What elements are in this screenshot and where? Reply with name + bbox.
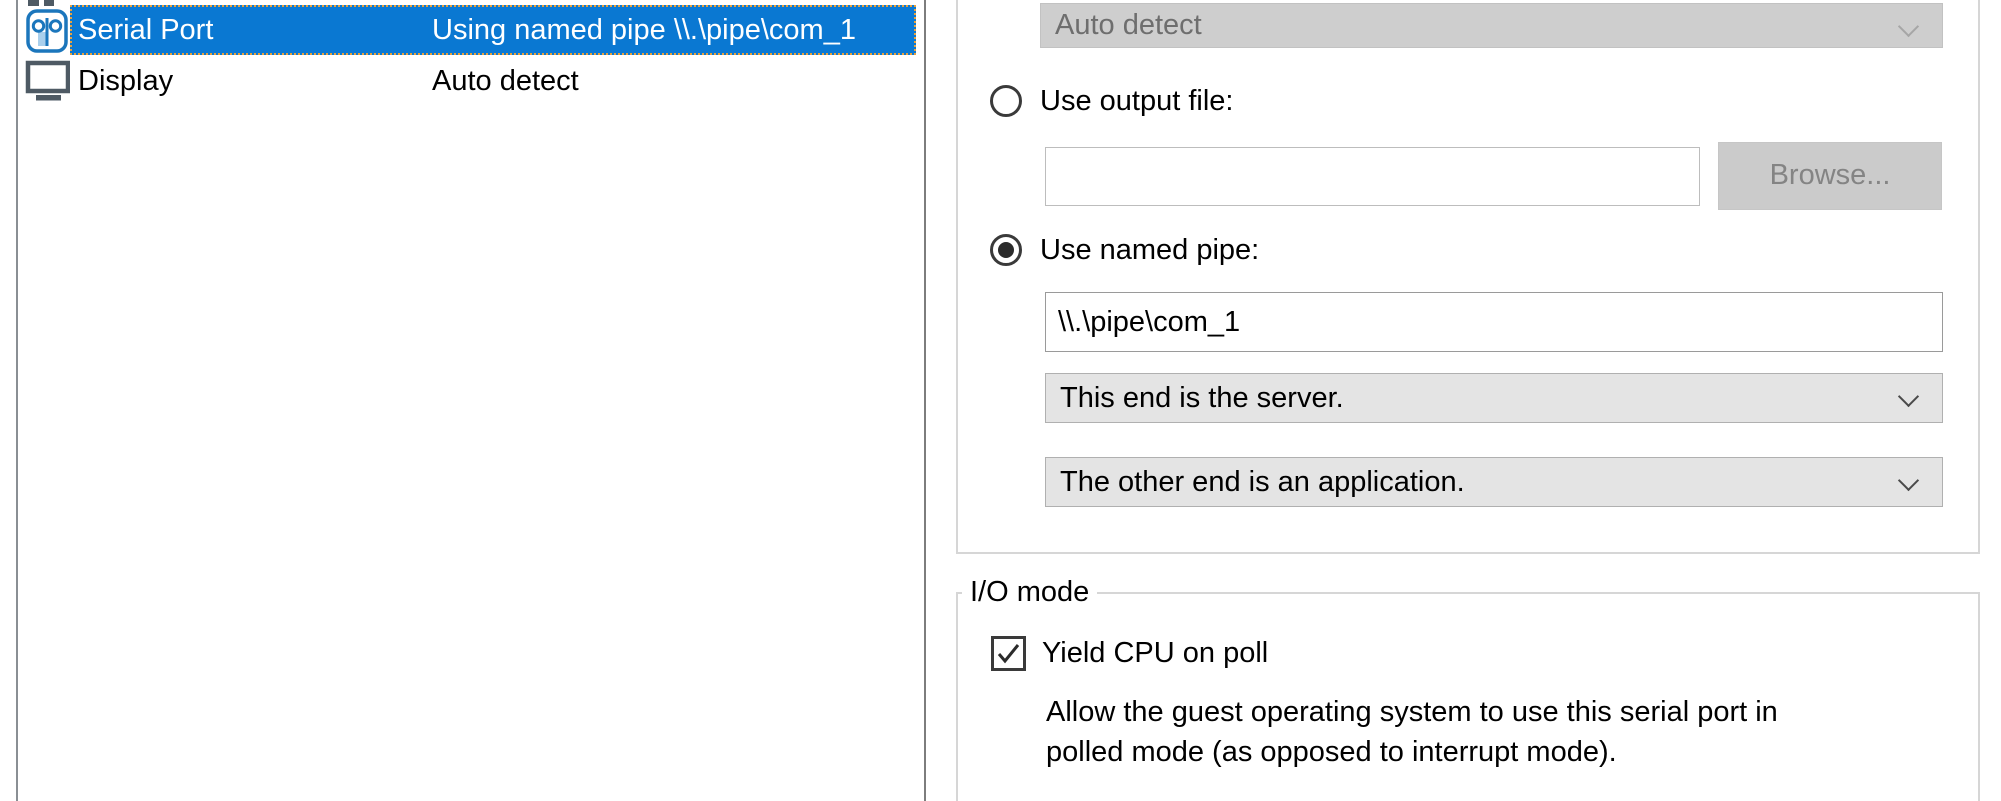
io-mode-group-title: I/O mode: [962, 574, 1098, 610]
device-list-item-display[interactable]: Display Auto detect: [70, 57, 916, 105]
device-summary: Auto detect: [432, 65, 579, 97]
device-name: Serial Port: [78, 14, 214, 46]
chevron-down-icon: [1897, 469, 1920, 492]
output-file-input: [1045, 147, 1700, 206]
connection-group-box: [956, 0, 1980, 554]
chevron-down-icon: [1897, 385, 1920, 408]
serial-port-icon: [26, 9, 68, 53]
use-output-file-label[interactable]: Use output file:: [1040, 85, 1234, 117]
use-output-file-radio[interactable]: [990, 85, 1022, 117]
partial-device-icon: [28, 0, 39, 6]
pipe-other-end-dropdown[interactable]: The other end is an application.: [1045, 457, 1943, 507]
use-named-pipe-label[interactable]: Use named pipe:: [1040, 234, 1260, 266]
io-mode-description-line1: Allow the guest operating system to use …: [1046, 696, 1778, 728]
device-type-dropdown-value: Auto detect: [1055, 9, 1202, 41]
named-pipe-path-input[interactable]: [1045, 292, 1943, 352]
checkmark-icon: [997, 644, 1020, 664]
io-mode-group-box: [956, 592, 1980, 801]
browse-button: Browse...: [1718, 142, 1942, 210]
pipe-end-dropdown[interactable]: This end is the server.: [1045, 373, 1943, 423]
panel-divider: [924, 0, 926, 801]
device-summary: Using named pipe \\.\pipe\com_1: [432, 14, 856, 46]
io-mode-description-line2: polled mode (as opposed to interrupt mod…: [1046, 736, 1617, 768]
device-list-item-serial-port[interactable]: Serial Port Using named pipe \\.\pipe\co…: [70, 5, 916, 55]
yield-cpu-checkbox[interactable]: [991, 636, 1026, 671]
yield-cpu-checkbox-label[interactable]: Yield CPU on poll: [1042, 637, 1269, 669]
chevron-down-icon: [1897, 15, 1920, 38]
device-name: Display: [78, 65, 174, 97]
device-type-dropdown: Auto detect: [1040, 3, 1943, 48]
display-icon: [25, 60, 71, 101]
pipe-end-dropdown-value: This end is the server.: [1060, 382, 1344, 414]
pipe-other-end-dropdown-value: The other end is an application.: [1060, 466, 1465, 498]
device-list-left-border: [16, 0, 18, 801]
partial-device-icon: [44, 0, 54, 6]
use-named-pipe-radio[interactable]: [990, 234, 1022, 266]
